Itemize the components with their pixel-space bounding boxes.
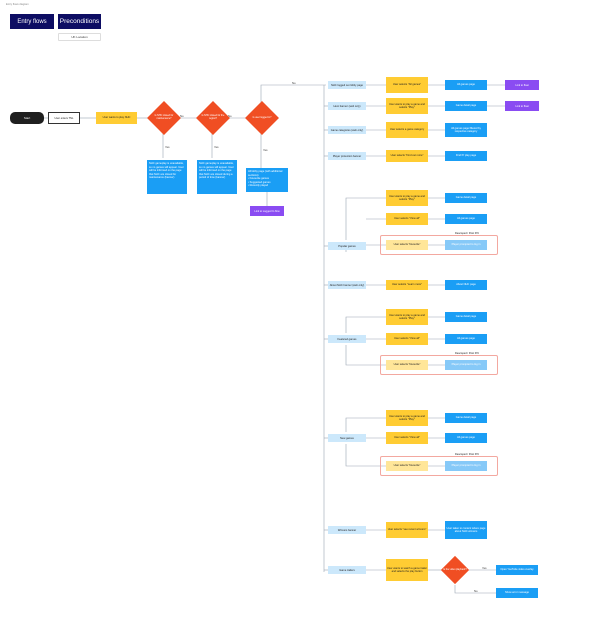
region-note: NHC gameplay is unavailable, so no games… bbox=[197, 160, 237, 194]
lobby-note-bullet: • Favourite games bbox=[248, 177, 269, 180]
new-play-node: User wants to play a game and selects "P… bbox=[386, 410, 428, 426]
player-protection-page-node: Find Pr play page bbox=[445, 151, 487, 161]
descoped-tag: Descoped / Post P/C bbox=[454, 352, 481, 355]
popular-favourite-node: User selects "favourite" bbox=[386, 240, 428, 250]
link-to-float-button[interactable]: Link to float bbox=[505, 101, 539, 111]
maintenance-note: NHC gameplay is unavailable, so no games… bbox=[147, 160, 187, 194]
new-games-node: New games bbox=[328, 434, 366, 442]
game-detail-page-node: Game detail page bbox=[445, 101, 487, 111]
edge-label-no: No bbox=[474, 589, 478, 593]
link-to-float-button[interactable]: Link to float bbox=[505, 80, 539, 90]
featured-view-all-node: User selects "View all" bbox=[386, 333, 428, 345]
lobby-note-bullet: • Recently played bbox=[248, 184, 269, 187]
logged-in-lobby-note: All lobby page (with additional sections… bbox=[246, 168, 288, 192]
about-nhc-node: About NHC banner (web only) bbox=[328, 281, 366, 289]
edge-label-no: No bbox=[228, 114, 232, 118]
descoped-tag: Descoped / Post P/C bbox=[454, 453, 481, 456]
user-enters-url-node: User enters TNL bbox=[48, 112, 80, 124]
link-logged-in-flow[interactable]: Link to Logged In flow bbox=[250, 206, 284, 216]
youtube-overlay-node: Open YouTube video overlay bbox=[496, 565, 538, 575]
tab-preconditions[interactable]: Preconditions bbox=[58, 14, 101, 29]
trailer-watch-node: User wants to watch a game trailer and s… bbox=[386, 559, 428, 581]
edge-label-yes: Yes bbox=[263, 148, 268, 152]
start-node: Start bbox=[10, 112, 44, 124]
popular-detail-node: Game detail page bbox=[445, 193, 487, 203]
featured-prompt-node: Player prompted to log in bbox=[445, 360, 487, 370]
all-games-filtered-node: All games page filtered by respective ca… bbox=[445, 123, 487, 137]
featured-favourite-node: User selects "favourite" bbox=[386, 360, 428, 370]
lobby-note-bullet: • Suggested games bbox=[248, 180, 271, 184]
edge-label-yes: Yes bbox=[482, 566, 487, 570]
popular-view-all-node: User selects "View all" bbox=[386, 213, 428, 225]
featured-play-node: User wants to play a game and selects "P… bbox=[386, 309, 428, 325]
page-header: Entry flows diagram bbox=[6, 3, 29, 6]
decision-logged-in-label: Is user logged in? bbox=[252, 115, 272, 119]
tab-entry-flows[interactable]: Entry flows bbox=[10, 14, 54, 29]
new-detail-node: Game detail page bbox=[445, 413, 487, 423]
game-trailers-node: Game trailers bbox=[328, 566, 366, 574]
featured-games-node: Featured games bbox=[328, 335, 366, 343]
winners-see-node: User selects "see recent winners" bbox=[386, 522, 428, 538]
descoped-group bbox=[380, 355, 498, 375]
user-all-games-node: User selects "All games" bbox=[386, 77, 428, 93]
game-categories-node: Game categories (web only) bbox=[328, 126, 366, 134]
descoped-group bbox=[380, 456, 498, 476]
new-all-games-node: All games page bbox=[445, 433, 487, 443]
edge-label-yes: Yes bbox=[214, 145, 219, 149]
descoped-tag: Descoped / Post P/C bbox=[454, 232, 481, 235]
about-learn-more-node: User selects "Learn more" bbox=[386, 280, 428, 290]
decision-region-label: Is NHC closed for the region? bbox=[201, 114, 225, 120]
popular-play-node: User wants to play a game and selects "P… bbox=[386, 190, 428, 206]
featured-all-games-node: All games page bbox=[445, 334, 487, 344]
hero-banner-node: Hero banner (web only) bbox=[328, 102, 366, 110]
featured-detail-node: Game detail page bbox=[445, 312, 487, 322]
entry-page-node: NHC logged out lobby page bbox=[328, 81, 366, 89]
player-protection-node: Player protection banner bbox=[328, 152, 366, 160]
user-play-game-node: User wants to play a game and selects "P… bbox=[386, 98, 428, 114]
popular-games-node: Popular games bbox=[328, 242, 366, 250]
popular-prompt-node: Player prompted to log in bbox=[445, 240, 487, 250]
lobby-note-title: All lobby page (with additional sections… bbox=[248, 170, 283, 177]
winners-banner-node: Winners banner bbox=[328, 526, 366, 534]
edge-label-no: No bbox=[292, 81, 296, 85]
error-message-node: Show error message bbox=[496, 588, 538, 598]
user-game-category-node: User selects a game category bbox=[386, 122, 428, 138]
about-nhc-page-node: About NHC page bbox=[445, 280, 487, 290]
all-games-page-node: All games page bbox=[445, 80, 487, 90]
uk-location-chip: UK Location bbox=[58, 33, 101, 41]
edge-label-yes: Yes bbox=[165, 145, 170, 149]
popular-all-games-node: All games page bbox=[445, 214, 487, 224]
new-view-all-node: User selects "View all" bbox=[386, 432, 428, 444]
user-find-out-more-node: User selects "Find out more" bbox=[386, 150, 428, 162]
decision-maintenance-label: Is NHC closed for maintenance? bbox=[154, 114, 174, 120]
new-favourite-node: User selects "favourite" bbox=[386, 461, 428, 471]
descoped-group bbox=[380, 235, 498, 255]
user-wants-play-node: User wants to play NHC bbox=[96, 112, 137, 124]
winners-page-node: User taken to content where page about N… bbox=[445, 521, 487, 539]
trailer-decision-label: Is the video playback? bbox=[443, 567, 467, 571]
edge-label-no: No bbox=[180, 114, 184, 118]
new-prompt-node: Player prompted to log in bbox=[445, 461, 487, 471]
